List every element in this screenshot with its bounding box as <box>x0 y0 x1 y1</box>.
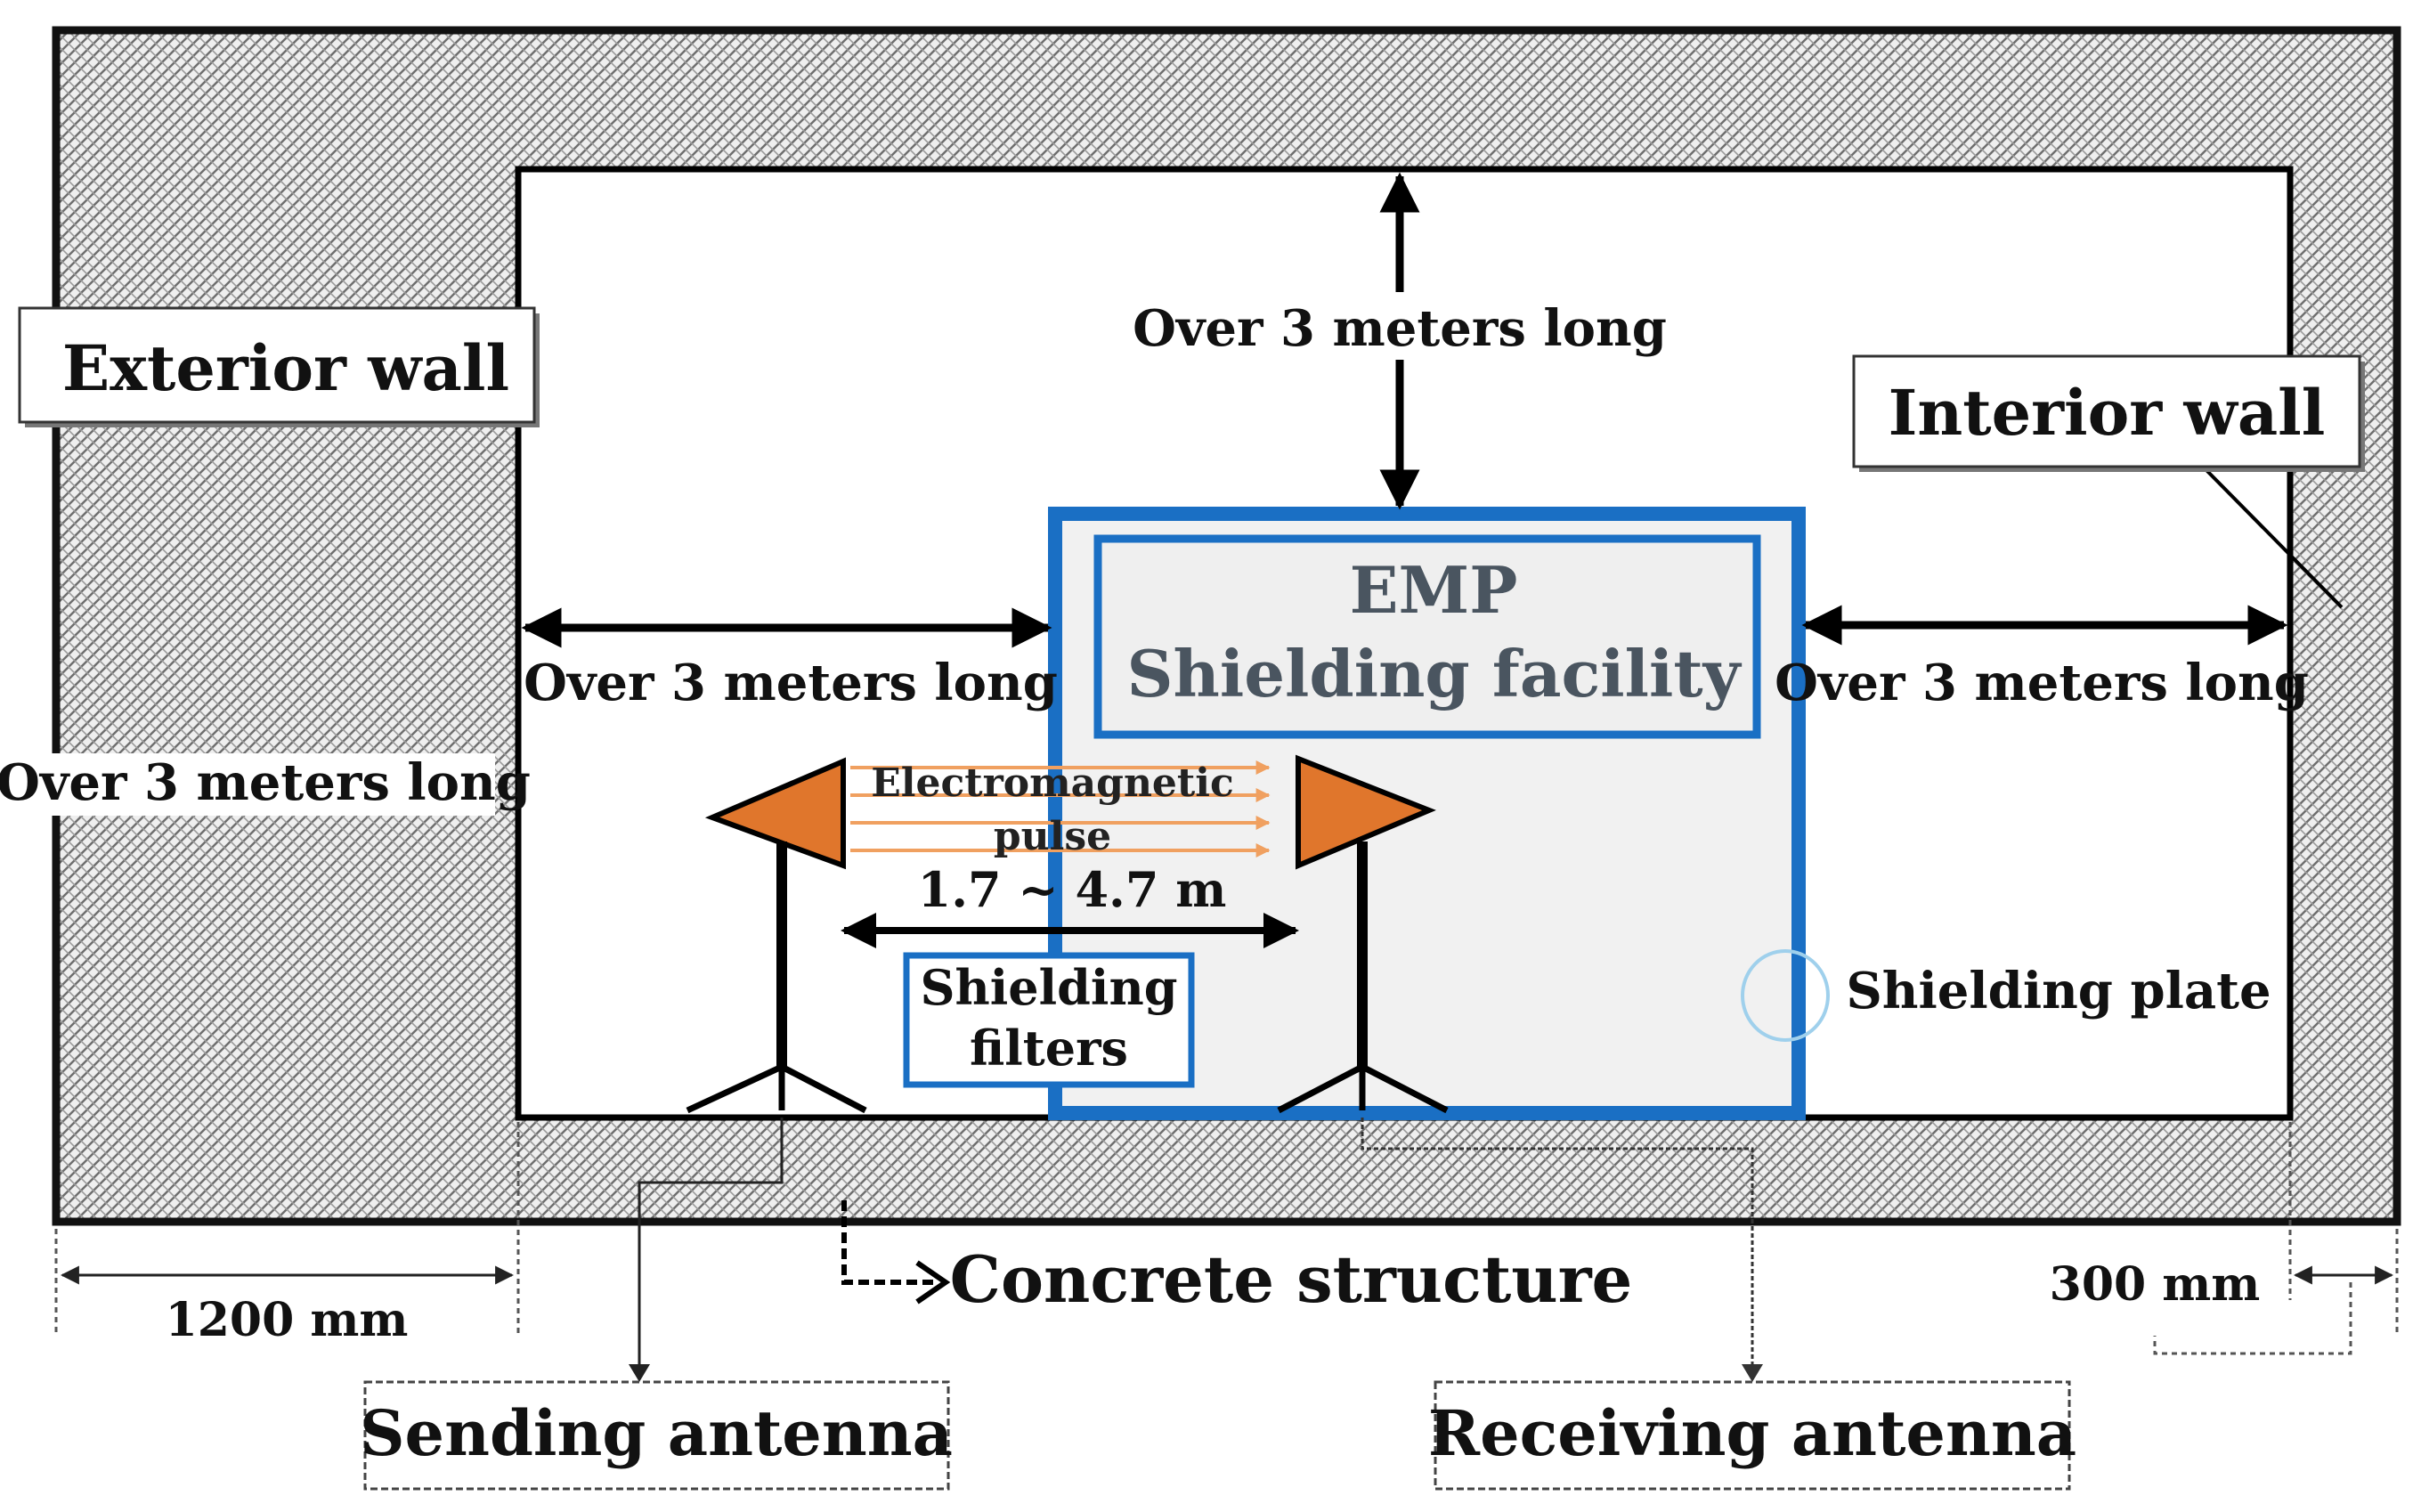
shielding-filters-label-box: Shielding filters <box>903 952 1195 1088</box>
dim-outer-left-label: Over 3 meters long <box>0 753 531 812</box>
electromagnetic-pulse-arrows <box>850 760 1271 858</box>
receiving-antenna-horn <box>1296 754 1436 870</box>
interior-wall-label-box: Interior wall <box>1852 354 2365 472</box>
pulse-label-line2: pulse <box>994 814 1111 859</box>
emp-title: EMP <box>1350 552 1518 628</box>
dim-right-label: Over 3 meters long <box>1775 654 2309 712</box>
shielding-plate-label: Shielding plate <box>1846 962 2271 1020</box>
exterior-wall-label-box: Exterior wall <box>18 306 540 427</box>
shielding-filters-line2: filters <box>970 1020 1128 1077</box>
dim-left-label: Over 3 meters long <box>524 654 1058 712</box>
concrete-structure-label: Concrete structure <box>950 1241 1633 1317</box>
dim-1200-label: 1200 mm <box>166 1293 409 1347</box>
sending-antenna-label: Sending antenna <box>360 1396 953 1470</box>
antenna-distance-label: 1.7 ~ 4.7 m <box>918 861 1227 918</box>
sending-antenna-label-box: Sending antenna <box>360 1380 953 1491</box>
dimension-extension-lines <box>54 1122 2399 1355</box>
pulse-label-line1: Electromagnetic <box>871 760 1234 806</box>
concrete-structure-pointer <box>841 1200 951 1305</box>
shielding-plate-marker <box>1741 949 1830 1042</box>
top-dimension-label-bg <box>1166 292 1638 360</box>
shielding-filters-line1: Shielding <box>921 959 1178 1016</box>
dim-300-label: 300 mm <box>2050 1257 2261 1312</box>
shielding-facility-title: Shielding facility <box>1127 636 1743 711</box>
exterior-wall-label: Exterior wall <box>62 331 509 405</box>
interior-wall-pointer <box>2202 466 2344 609</box>
outer-left-dimension-label-bg <box>32 753 495 816</box>
receiving-antenna <box>1277 754 1449 1114</box>
sending-antenna <box>686 757 867 1114</box>
receiving-antenna-label: Receiving antenna <box>1428 1396 2076 1470</box>
antenna-cables <box>629 1118 1763 1382</box>
dim-top-label: Over 3 meters long <box>1133 299 1667 358</box>
sending-cable <box>638 1118 784 1378</box>
receiving-antenna-label-box: Receiving antenna <box>1428 1380 2076 1491</box>
receiving-cable <box>1361 1118 1754 1378</box>
interior-wall-label: Interior wall <box>1889 376 2326 450</box>
